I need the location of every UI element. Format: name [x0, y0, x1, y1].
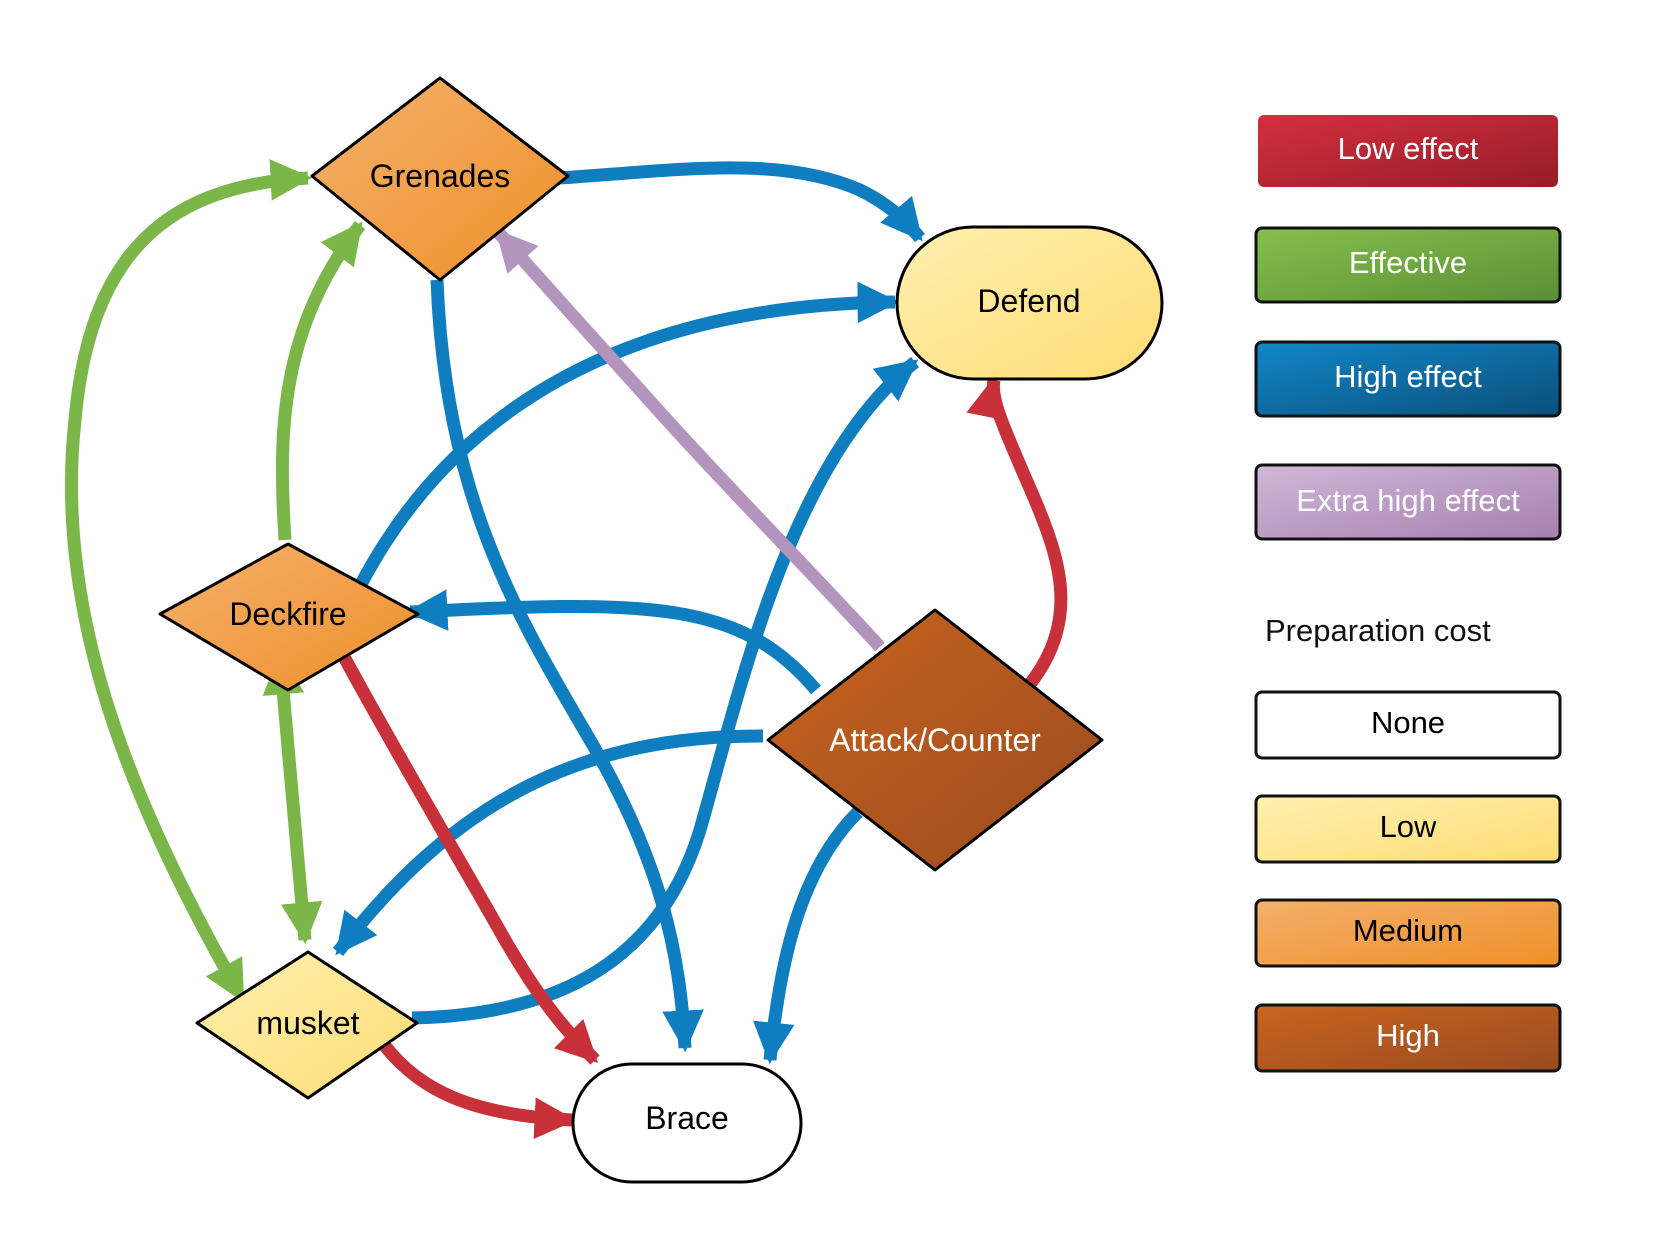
- legend: Low effect Effective High effect Extra h…: [1254, 115, 1562, 1073]
- node-defend-label: Defend: [977, 283, 1080, 319]
- node-brace-label: Brace: [645, 1100, 729, 1136]
- legend-effect-effective: Effective: [1254, 226, 1562, 304]
- legend-cost-none-label: None: [1371, 705, 1445, 740]
- legend-cost-low: Low: [1254, 794, 1562, 864]
- legend-effect-high-label: High effect: [1334, 359, 1482, 394]
- edge-attack-to-defend-red: [966, 375, 1068, 688]
- node-musket[interactable]: musket: [195, 950, 419, 1100]
- legend-cost-heading: Preparation cost: [1265, 613, 1491, 648]
- legend-cost-medium: Medium: [1254, 898, 1562, 968]
- edge-musket-to-grenades-green: [64, 159, 313, 1003]
- edge-musket-to-defend-blue: [411, 356, 920, 1025]
- legend-cost-low-label: Low: [1380, 809, 1437, 844]
- edge-deckfire-to-defend-blue: [352, 281, 900, 593]
- edge-deckfire-to-brace-red: [337, 651, 600, 1065]
- node-brace[interactable]: Brace: [571, 1062, 803, 1184]
- legend-effect-low: Low effect: [1258, 115, 1558, 187]
- legend-effect-extra-high: Extra high effect: [1254, 463, 1562, 541]
- node-attack-counter[interactable]: Attack/Counter: [766, 608, 1104, 872]
- legend-effect-extra-high-label: Extra high effect: [1296, 483, 1520, 518]
- edge-deckfire-to-grenades-green: [275, 221, 366, 541]
- node-deckfire[interactable]: Deckfire: [158, 542, 420, 692]
- legend-cost-high: High: [1254, 1003, 1562, 1073]
- legend-effect-high: High effect: [1254, 340, 1562, 418]
- edge-grenades-to-defend-blue: [559, 161, 925, 243]
- node-grenades[interactable]: Grenades: [310, 76, 570, 282]
- legend-cost-none: None: [1254, 690, 1562, 760]
- node-defend[interactable]: Defend: [895, 225, 1164, 381]
- node-musket-label: musket: [256, 1005, 359, 1041]
- legend-effect-low-label: Low effect: [1338, 131, 1479, 166]
- legend-cost-high-label: High: [1376, 1018, 1440, 1053]
- legend-cost-medium-label: Medium: [1353, 913, 1463, 948]
- legend-effect-effective-label: Effective: [1349, 245, 1467, 280]
- edge-deckfire-musket-green: [262, 652, 323, 945]
- node-deckfire-label: Deckfire: [229, 596, 346, 632]
- node-attack-counter-label: Attack/Counter: [829, 722, 1041, 758]
- edge-attack-to-musket-blue: [332, 729, 764, 956]
- node-grenades-label: Grenades: [370, 158, 511, 194]
- edge-attack-to-deckfire-blue: [405, 589, 821, 695]
- edge-musket-to-brace-red: [379, 1041, 577, 1139]
- edge-attack-to-grenades-purple: [493, 227, 885, 652]
- edge-attack-to-brace-blue: [753, 807, 863, 1065]
